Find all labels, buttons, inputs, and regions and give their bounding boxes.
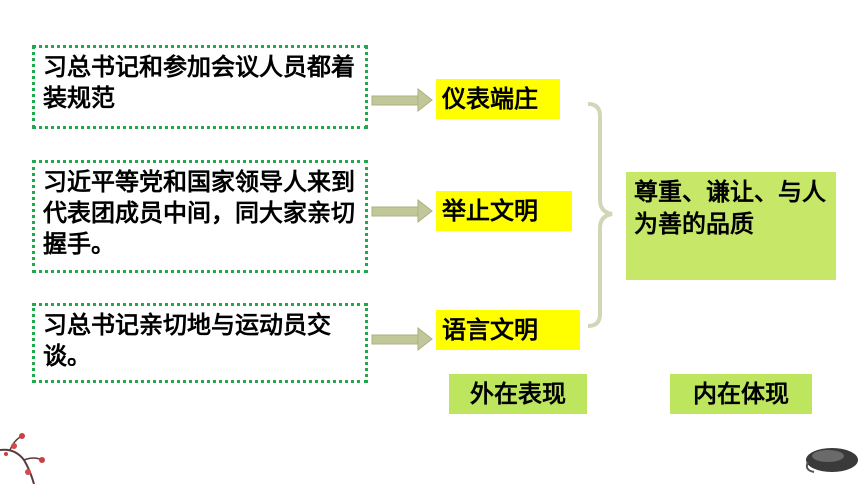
arrow-1 — [371, 87, 433, 113]
outer-label: 外在表现 — [449, 374, 587, 414]
inner-label: 内在体现 — [670, 374, 812, 414]
behavior-text-2: 习近平等党和国家领导人来到代表团成员中间，同大家亲切握手。 — [43, 168, 355, 258]
inner-label-text: 内在体现 — [693, 380, 789, 408]
quality-text: 尊重、谦让、与人为善的品质 — [634, 178, 826, 238]
manifestation-text-3: 语言文明 — [442, 316, 538, 344]
ink-stone-decoration — [805, 448, 858, 473]
behavior-box-1: 习总书记和参加会议人员都着装规范 — [32, 45, 368, 129]
behavior-text-1: 习总书记和参加会议人员都着装规范 — [43, 53, 355, 112]
manifestation-1: 仪表端庄 — [436, 79, 560, 119]
manifestation-text-1: 仪表端庄 — [442, 85, 538, 113]
behavior-box-2: 习近平等党和国家领导人来到代表团成员中间，同大家亲切握手。 — [32, 160, 368, 273]
quality-box: 尊重、谦让、与人为善的品质 — [626, 172, 836, 280]
manifestation-text-2: 举止文明 — [442, 197, 538, 225]
outer-label-text: 外在表现 — [470, 380, 566, 408]
manifestation-2: 举止文明 — [436, 191, 572, 231]
arrow-3 — [371, 326, 433, 352]
behavior-text-3: 习总书记亲切地与运动员交谈。 — [43, 311, 331, 370]
behavior-box-3: 习总书记亲切地与运动员交谈。 — [32, 303, 368, 383]
manifestation-3: 语言文明 — [436, 310, 580, 350]
grouping-brace — [587, 102, 613, 328]
arrow-2 — [371, 198, 433, 224]
plum-blossom-branch-decoration — [0, 433, 45, 484]
